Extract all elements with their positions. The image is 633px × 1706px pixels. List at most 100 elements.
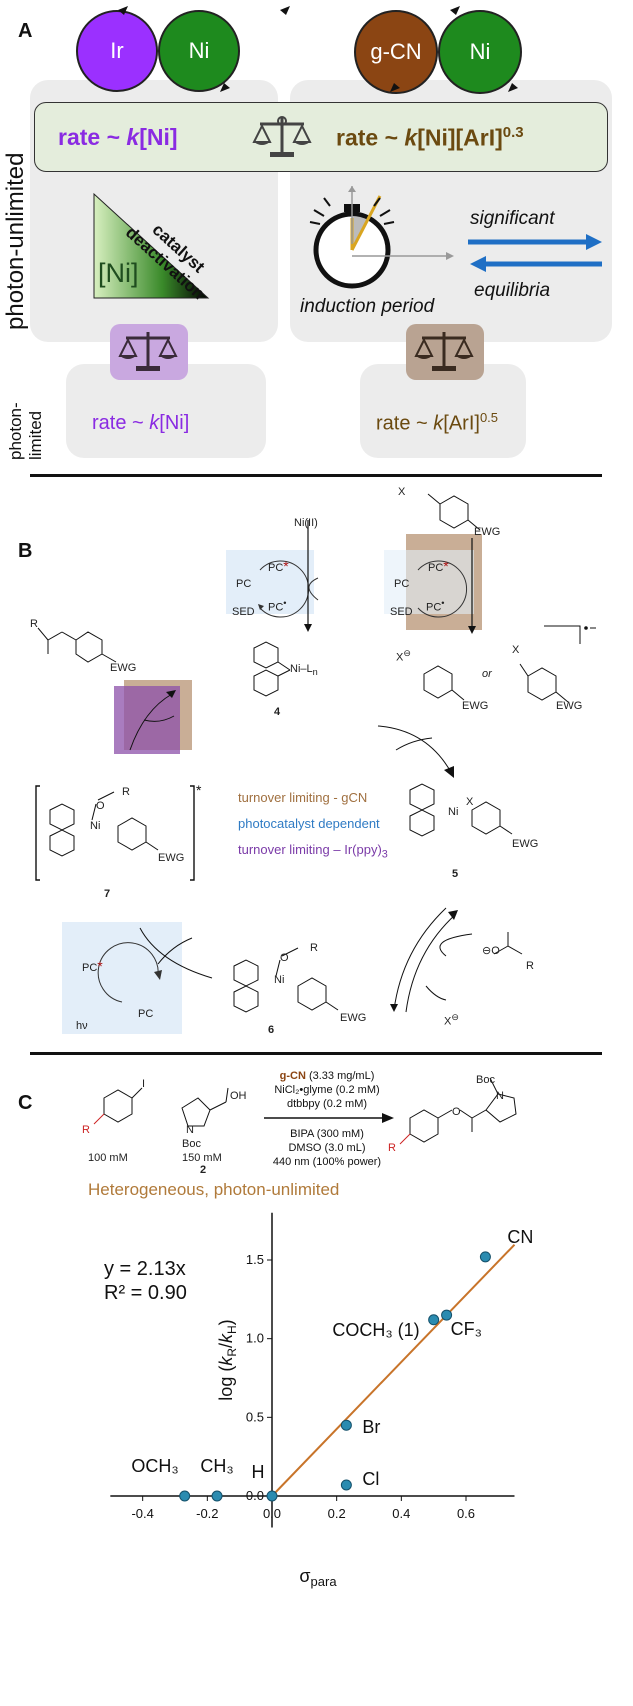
ewg-label-top: EWG xyxy=(474,526,501,538)
o-label-7: O xyxy=(96,800,105,812)
x-tick-label: 0.2 xyxy=(328,1506,346,1521)
or-label: or xyxy=(482,668,492,680)
panel-a-letter: A xyxy=(18,20,33,42)
aryl-radical-structure xyxy=(423,665,465,701)
induction-period-label: induction period xyxy=(300,296,435,317)
gcn-circle: g-CN xyxy=(354,10,438,94)
photon-unlimited-label: photon-unlimited xyxy=(2,152,29,330)
reagent-line-5: DMSO (3.0 mL) xyxy=(288,1142,366,1154)
reagent-line-1: g-CN (3.33 mg/mL) xyxy=(279,1070,375,1082)
y-tick-label: 0.5 xyxy=(246,1409,264,1424)
ewg-label-5: EWG xyxy=(512,838,539,850)
n-label: N xyxy=(186,1124,194,1136)
hv-label: hν xyxy=(76,1020,88,1032)
rate-banner xyxy=(34,102,608,172)
x-tick-label: 0.6 xyxy=(457,1506,475,1521)
pc-cycle-box-left xyxy=(226,550,314,614)
data-point-label: OCH₃ xyxy=(131,1456,178,1476)
equilibria-label: equilibria xyxy=(474,280,551,301)
fit-r2: R² = 0.90 xyxy=(104,1282,187,1304)
condition-caption: Heterogeneous, photon-unlimited xyxy=(88,1180,340,1199)
stopwatch-icon xyxy=(309,186,454,289)
divider-2 xyxy=(30,1052,602,1055)
ir-label: Ir xyxy=(110,38,124,63)
legend-gcn: turnover limiting - gCN xyxy=(238,790,368,805)
ni-label: Ni xyxy=(188,38,210,63)
excited-star-label: * xyxy=(196,782,202,798)
pc-cycle-diagram-right xyxy=(417,538,476,634)
sed-label-right: SED xyxy=(390,606,413,618)
ni-label-2: Ni xyxy=(469,39,491,64)
fit-equation: y = 2.13x xyxy=(104,1258,186,1280)
bipyridine-ni-4-structure xyxy=(253,641,291,697)
pc-star-label-bottom: PC* xyxy=(82,958,103,974)
data-point xyxy=(441,1309,453,1321)
conc-2-label: 150 mM xyxy=(182,1152,222,1164)
ewg-label-anion: EWG xyxy=(556,700,583,712)
reagent-line-4: BIPA (300 mM) xyxy=(290,1128,364,1140)
pc-label: PC xyxy=(236,578,252,590)
deactivation-triangle xyxy=(93,192,210,299)
legend-pc: photocatalyst dependent xyxy=(238,816,380,831)
oh-label: OH xyxy=(230,1090,247,1102)
reagent-line-6: 440 nm (100% power) xyxy=(272,1156,382,1168)
ni-label-7: Ni xyxy=(90,820,101,832)
x-tick-label: -0.4 xyxy=(131,1506,153,1521)
compound-5-label: 5 xyxy=(452,868,459,880)
data-point xyxy=(479,1251,491,1263)
ni-label-5: Ni xyxy=(448,806,459,818)
ni-ii-label: Ni(II) xyxy=(294,517,318,529)
x-tick-label: -0.2 xyxy=(196,1506,218,1521)
pc-cycle-diagram xyxy=(258,520,319,632)
product-o-label: O xyxy=(452,1106,461,1118)
data-point-label: Br xyxy=(362,1417,380,1437)
pc-plus-label: PC• xyxy=(268,598,287,614)
r-label-ester: R xyxy=(30,618,38,630)
iodo-label: I xyxy=(142,1078,146,1090)
x-minus-leaving-label: X⊖ xyxy=(444,1012,460,1028)
pc-star-label: PC* xyxy=(268,558,289,574)
product-r-label: R xyxy=(388,1142,396,1154)
ewg-label-ester: EWG xyxy=(110,662,137,674)
r-label-7: R xyxy=(122,786,130,798)
gcn-label: g-CN xyxy=(370,39,422,64)
carboxylate-o-minus-label: ⊖O xyxy=(482,945,500,957)
ni-circle-2: Ni xyxy=(438,10,522,94)
balance-scale-icon xyxy=(252,116,312,157)
aryl-iodide-structure xyxy=(93,1087,143,1125)
data-point xyxy=(179,1490,191,1502)
ni-bracket-label: [Ni] xyxy=(98,258,139,288)
y-axis-label: log (kR/kH) xyxy=(216,1319,239,1400)
ni-ln-label: Ni–Ln xyxy=(290,663,318,678)
ir-circle: Ir xyxy=(76,10,158,92)
product-ester-structure xyxy=(399,1077,517,1145)
ligand-exchange-arrows-icon xyxy=(390,907,473,1013)
aryl-halide-radical-anion-structure xyxy=(519,663,569,703)
product-n-label: N xyxy=(496,1090,504,1102)
x-axis-label: σpara xyxy=(299,1566,337,1589)
equilibrium-arrows-icon xyxy=(468,234,602,272)
rate-gcn: rate ~ k[Ni][ArI]0.3 xyxy=(336,124,524,151)
data-point-label: CN xyxy=(507,1227,533,1247)
balance-scale-icon-gcn xyxy=(414,332,474,371)
cycle-arrows-icon xyxy=(118,6,518,92)
ni-circle: Ni xyxy=(158,10,240,92)
data-point-label: CF₃ xyxy=(451,1319,482,1339)
x-tick-label: 0.0 xyxy=(263,1506,281,1521)
reductive-elimination-arrow-icon xyxy=(129,690,176,751)
balance-scale-icon-ir xyxy=(118,332,178,371)
ni-complex-6-structure xyxy=(233,947,339,1013)
sed-label: SED xyxy=(232,606,255,618)
oxidative-addition-arrow-icon xyxy=(377,725,454,778)
ewg-label-7: EWG xyxy=(158,852,185,864)
ir-legend-square xyxy=(114,686,180,754)
boc-label: Boc xyxy=(182,1138,201,1150)
r-label-aryl: R xyxy=(82,1124,90,1136)
data-point-label: H xyxy=(252,1462,265,1482)
conc-1-label: 100 mM xyxy=(88,1152,128,1164)
pc-star-label-right: PC* xyxy=(428,558,449,574)
data-point xyxy=(340,1419,352,1431)
rate-ir: rate ~ k[Ni] xyxy=(58,124,178,150)
ewg-label-6: EWG xyxy=(340,1012,367,1024)
